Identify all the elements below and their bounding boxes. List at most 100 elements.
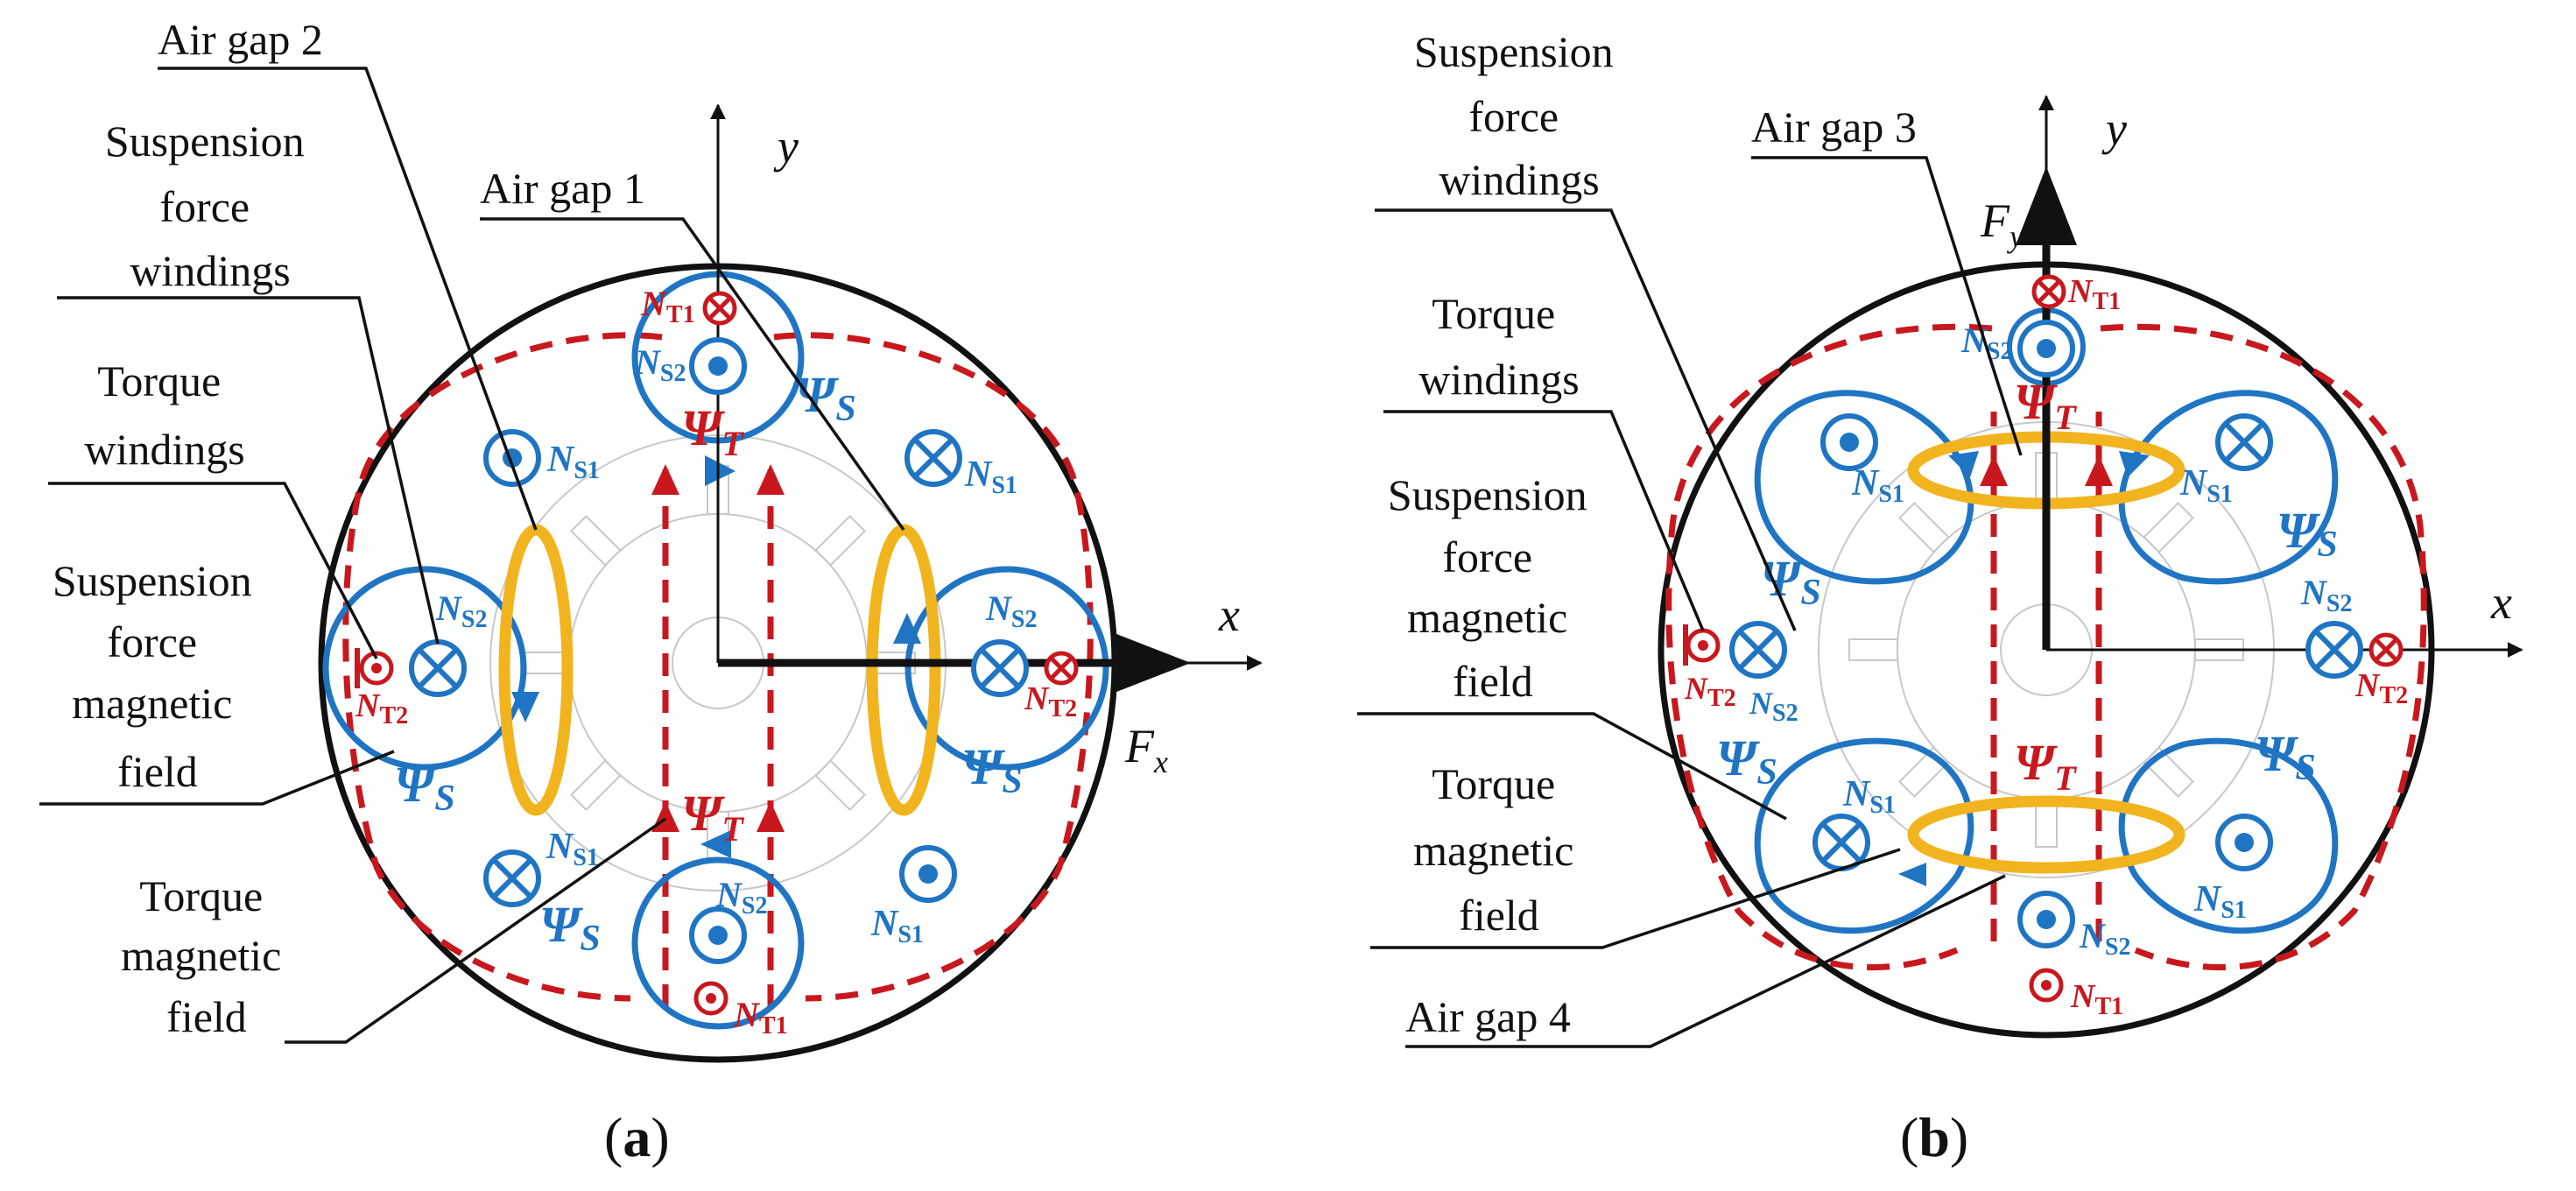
leader-air-gap-2 — [158, 67, 538, 531]
ns1-dot-icon-tl-b — [1823, 416, 1876, 469]
ns2-cross-icon-right-a — [974, 642, 1026, 694]
ns2-cross-icon-left-b — [1732, 624, 1784, 676]
ns1-label-tl-b: NS1 — [1851, 463, 1904, 508]
nt1-label-top-b: NT1 — [2067, 273, 2121, 315]
force-fy-label: Fy — [1980, 194, 2023, 254]
flux-arrow-icon-tl-b — [1948, 451, 1979, 477]
ns1-cross-icon-bl-a — [486, 852, 538, 905]
air-gap-3-label: Air gap 3 — [1751, 102, 1917, 152]
torque-arrow-icon-1-a — [651, 464, 679, 495]
ns2-label-bottom-b: NS2 — [2079, 916, 2130, 961]
nt1-dot-icon-bottom-b — [2031, 970, 2061, 1000]
caption-b: (b) — [1900, 1106, 1968, 1168]
air-gap-1-label: Air gap 1 — [480, 164, 645, 213]
suspension-loop-br-b — [2118, 737, 2339, 934]
ns2-label-left-b: NS2 — [1749, 686, 1798, 727]
leader-air-gap-3 — [1751, 156, 2023, 456]
flux-arrow-icon-right-a — [893, 613, 921, 644]
torque-arrow-icon-2-b — [2085, 455, 2113, 486]
psi-s-label-bl-b: ΨS — [1716, 729, 1777, 793]
nt2-label-left-a: NT2 — [355, 687, 408, 729]
force-fx-label: Fx — [1124, 720, 1168, 779]
leader-torque-field-a — [285, 817, 667, 1044]
suspension-field-label-b: Suspension force magnetic field — [1388, 470, 1598, 706]
psi-t-label-bottom-a: ΨT — [681, 785, 744, 849]
ns1-label-br-a: NS1 — [870, 904, 924, 948]
leader-torque-field-b — [1370, 848, 1901, 949]
psi-s-label-left-b: ΨS — [1760, 550, 1821, 613]
suspension-loop-left-a — [322, 566, 527, 771]
ns1-label-br-b: NS1 — [2193, 879, 2247, 924]
torque-field-label-a: Torque magnetic field — [121, 871, 292, 1041]
flux-arrow-icon-bottom-a — [700, 830, 731, 858]
axis-y-label-b: y — [2101, 102, 2127, 155]
ns1-dot-icon-tl-a — [486, 432, 538, 484]
ns1-label-bl-b: NS1 — [1842, 774, 1896, 819]
suspension-loop-bl-b — [1754, 737, 1974, 934]
nt1-label-top-a: NT1 — [640, 284, 695, 328]
leader-suspension-windings-a — [57, 296, 440, 645]
torque-windings-label-b: Torque windings — [1418, 289, 1579, 404]
ns1-cross-icon-bl-b — [1815, 816, 1868, 869]
psi-s-label-right-a: ΨS — [961, 738, 1023, 801]
leader-suspension-field-a — [39, 750, 395, 806]
nt1-cross-icon-top-b — [2034, 277, 2064, 307]
leader-torque-windings-b — [1383, 410, 1705, 631]
caption-a: (a) — [604, 1106, 670, 1168]
suspension-loop-bottom-a — [631, 856, 805, 1030]
suspension-loop-tr-b — [2118, 390, 2339, 585]
air-gap-ring-left-a — [498, 524, 574, 816]
nt2-cross-icon-right-a — [1046, 653, 1076, 683]
nt1-dot-icon-bottom-a — [696, 983, 726, 1013]
nt2-cross-icon-right-b — [2371, 635, 2401, 665]
torque-field-label-b: Torque magnetic field — [1413, 759, 1585, 940]
suspension-loop-tl-b — [1754, 390, 1974, 585]
flux-arrow-icon-tr-b — [2119, 451, 2150, 477]
torque-field-path-left-a — [342, 332, 663, 1002]
torque-arrow-icon-1-b — [1980, 455, 2008, 486]
psi-t-label-bottom-b: ΨT — [2014, 734, 2077, 798]
psi-s-label-tr-a: ΨS — [795, 366, 856, 429]
ns1-dot-icon-br-b — [2218, 816, 2270, 869]
ns1-label-tr-a: NS1 — [964, 455, 1017, 499]
ns1-cross-icon-tr-b — [2218, 416, 2270, 469]
psi-s-label-right-b: ΨS — [2277, 502, 2338, 565]
ns2-dot-icon-bottom-b — [2020, 893, 2073, 946]
suspension-windings-label-a: Suspension force windings — [105, 116, 315, 295]
ns2-label-left-a: NS2 — [435, 588, 487, 633]
nt1-label-bottom-b: NT1 — [2070, 978, 2123, 1020]
axis-x-label-a: x — [1218, 588, 1240, 641]
ns2-cross-icon-right-b — [2308, 624, 2361, 676]
force-fx-arrow-icon — [1112, 632, 1191, 694]
ns2-label-top-a: NS2 — [634, 342, 686, 387]
suspension-loop-right-a — [904, 566, 1109, 771]
suspension-field-label-a: Suspension force magnetic field — [53, 556, 263, 796]
nt2-dot-icon-left-b — [1688, 631, 1718, 660]
psi-s-label-br-b: ΨS — [2255, 725, 2316, 788]
psi-t-label-top-a: ΨT — [681, 399, 744, 463]
air-gap-2-label: Air gap 2 — [158, 15, 323, 64]
ns2-dot-icon-bottom-a — [692, 909, 744, 962]
nt2-label-left-b: NT2 — [1684, 671, 1736, 712]
torque-arrow-icon-4-a — [757, 801, 785, 832]
axis-x-label-b: x — [2490, 576, 2512, 629]
torque-field-path-right-a — [773, 332, 1094, 1002]
psi-t-label-top-b: ΨT — [2014, 373, 2077, 437]
force-fy-arrow-icon — [2016, 166, 2077, 245]
leader-suspension-windings-b — [1375, 208, 1797, 631]
air-gap-4-label: Air gap 4 — [1405, 992, 1571, 1041]
ns1-label-tl-a: NS1 — [546, 440, 600, 484]
ns2-label-right-b: NS2 — [2300, 573, 2352, 617]
ns2-dot-icon-top-a — [692, 340, 744, 392]
ns2-cross-icon-left-a — [412, 642, 464, 694]
leader-air-gap-4 — [1405, 874, 2006, 1048]
leader-suspension-field-b — [1357, 712, 1787, 821]
ns1-dot-icon-br-a — [902, 848, 954, 900]
panel-a: NS1 NS1 NS1 NS1 NS2 NS2 NS2 NS2 NT1 NT1 … — [39, 15, 1263, 1168]
psi-s-label-left-a: ΨS — [394, 756, 455, 819]
leader-torque-windings-a — [48, 482, 378, 659]
axis-y-label-a: y — [773, 120, 799, 173]
torque-arrow-icon-2-a — [757, 464, 785, 495]
nt1-label-bottom-a: NT1 — [733, 995, 788, 1039]
ns2-dot-icon-top-b — [2020, 322, 2073, 375]
